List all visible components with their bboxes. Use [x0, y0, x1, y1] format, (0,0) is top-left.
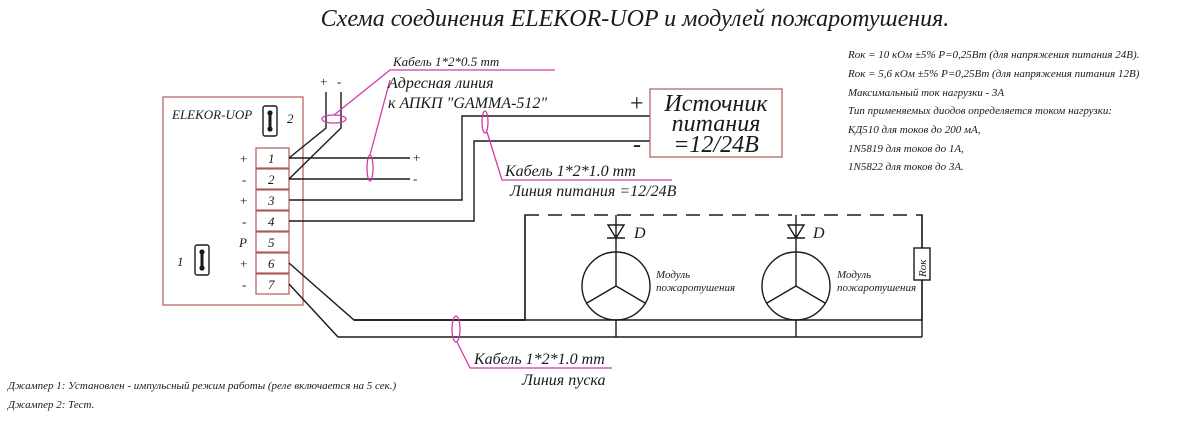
callout-lines — [333, 69, 672, 369]
elekor-uop-box — [162, 96, 304, 306]
address-plus: + — [320, 74, 327, 89]
jumper-2 — [262, 105, 278, 137]
jumper-note-1: Джампер 1: Установлен - импульсный режим… — [7, 380, 397, 392]
terminal-3-number: 3 — [267, 193, 275, 208]
launch-cable-label: Кабель 1*2*1.0 mm — [473, 351, 605, 368]
module-2-line2: пожаротушения — [837, 282, 916, 294]
diode-2 — [786, 224, 806, 240]
module-1 — [581, 224, 651, 321]
power-cable-label: Кабель 1*2*1.0 mm — [504, 163, 636, 180]
note-line-2: Rок = 5,6 кОм ±5% P=0,25Вт (для напряжен… — [847, 68, 1140, 80]
diode-1 — [606, 224, 626, 240]
power-supply-minus: - — [633, 132, 641, 158]
module-1-line1: Модуль — [655, 269, 690, 281]
address-line-label: Адресная линия — [387, 75, 494, 92]
module-bus — [524, 213, 923, 338]
terminal-3-sign: + — [240, 193, 247, 208]
terminal-7-number: 7 — [268, 277, 275, 292]
address-target-label: к АПКП "GAMMA-512" — [388, 95, 547, 112]
note-line-5: КД510 для токов до 200 мА, — [847, 124, 981, 136]
module-1-line2: пожаротушения — [656, 282, 735, 294]
jumper-note-2: Джампер 2: Тест. — [7, 399, 94, 411]
end-resistor — [913, 247, 931, 281]
terminal-6-sign: + — [240, 256, 247, 271]
diagram-title: Схема соединения ELEKOR-UOP и модулей по… — [321, 6, 950, 32]
terminal-2-number: 2 — [268, 172, 275, 187]
power-supply-plus: + — [630, 91, 644, 117]
terminal-1-number: 1 — [268, 151, 275, 166]
power-supply-line3: =12/24В — [673, 132, 759, 158]
note-line-1: Rок = 10 кОм ±5% P=0,25Вт (для напряжени… — [847, 49, 1139, 61]
terminal-5-sign: P — [238, 235, 247, 250]
cable-markers — [321, 110, 489, 343]
note-line-7: 1N5822 для токов до 3А. — [848, 161, 964, 173]
terminal-2-sign: - — [242, 172, 246, 187]
bus-plus: + — [413, 150, 420, 165]
jumper-1 — [194, 244, 210, 276]
diode-2-label: D — [812, 225, 825, 242]
resistor-label: Rок — [917, 259, 929, 278]
note-line-6: 1N5819 для токов до 1А, — [848, 143, 964, 155]
address-cable-label: Кабель 1*2*0.5 mm — [392, 54, 499, 69]
module-2-line1: Модуль — [836, 269, 871, 281]
terminal-5-number: 5 — [268, 235, 275, 250]
terminal-6-number: 6 — [268, 256, 275, 271]
note-line-4: Тип применяемых диодов определяется токо… — [848, 105, 1112, 117]
power-supply-box — [649, 88, 783, 158]
device-name: ELEKOR-UOP — [171, 107, 252, 122]
power-line-label: Линия питания =12/24В — [509, 183, 677, 200]
note-line-3: Максимальный ток нагрузки - 3А — [847, 87, 1004, 99]
jumper-2-label: 2 — [287, 111, 294, 126]
power-wires — [289, 115, 650, 222]
terminal-block: 1 2 3 4 5 6 7 + - + - P + - — [238, 147, 290, 295]
terminal-7-sign: - — [242, 277, 246, 292]
power-supply-line1: Источник — [663, 91, 768, 117]
module-2 — [761, 224, 831, 321]
terminal-1-sign: + — [240, 151, 247, 166]
power-supply-line2: питания — [672, 111, 761, 137]
diode-1-label: D — [633, 225, 646, 242]
launch-line-label: Линия пуска — [521, 372, 606, 389]
bus-minus: - — [413, 171, 417, 186]
terminal-4-number: 4 — [268, 214, 275, 229]
jumper-1-label: 1 — [177, 254, 184, 269]
address-minus: - — [337, 74, 341, 89]
terminal-5 — [255, 231, 290, 253]
terminal-4-sign: - — [242, 214, 246, 229]
address-line-wires — [288, 92, 410, 180]
